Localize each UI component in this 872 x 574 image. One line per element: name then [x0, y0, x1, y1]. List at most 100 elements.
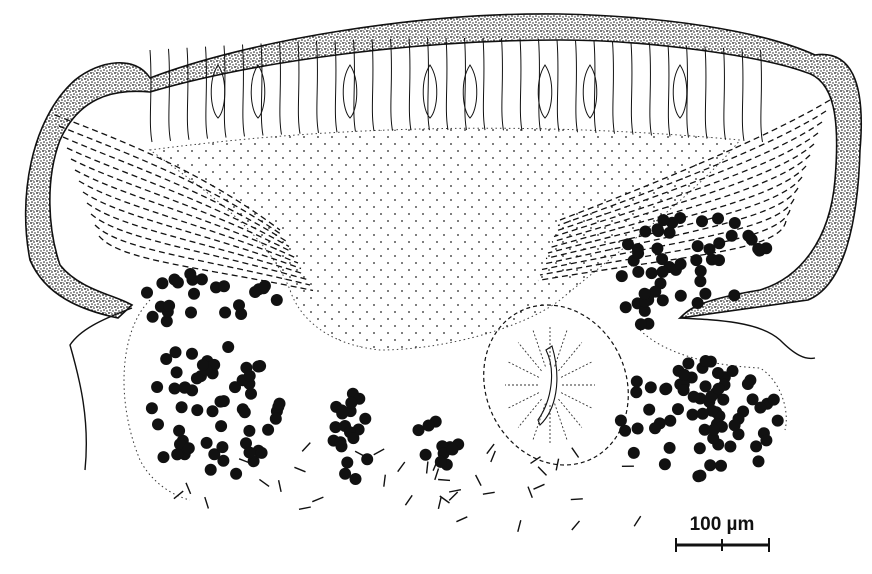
nucleus — [724, 441, 736, 453]
column-line — [724, 48, 726, 140]
nucleus — [695, 265, 707, 277]
stroke-mark — [294, 467, 305, 472]
right-tissue-outline — [680, 318, 815, 358]
nucleus — [657, 214, 669, 226]
nucleus — [171, 448, 183, 460]
stroke-mark — [405, 495, 412, 505]
nucleus — [156, 277, 168, 289]
nucleus — [147, 311, 159, 323]
column-line — [557, 40, 559, 132]
stroke-mark — [491, 451, 496, 462]
nucleus — [359, 413, 371, 425]
column-line — [465, 38, 467, 130]
nucleus — [646, 267, 658, 279]
scattered-strokes — [174, 443, 641, 532]
column-loop — [673, 65, 687, 118]
column-line — [668, 45, 670, 137]
nucleus — [196, 273, 208, 285]
stroke-mark — [528, 487, 532, 498]
nucleus — [742, 378, 754, 390]
nucleus — [664, 227, 676, 239]
nucleus — [630, 386, 642, 398]
nucleus — [712, 213, 724, 225]
nucleus — [690, 254, 702, 266]
nucleus — [760, 434, 772, 446]
nucleus — [256, 447, 268, 459]
nucleus — [645, 381, 657, 393]
oval-ray — [555, 403, 568, 440]
column-line — [705, 47, 707, 139]
nucleus — [692, 240, 704, 252]
column-line — [187, 48, 189, 140]
nucleus — [616, 270, 628, 282]
nucleus — [341, 457, 353, 469]
stroke-mark — [449, 490, 461, 492]
nucleus — [713, 254, 725, 266]
nucleus — [215, 420, 227, 432]
nucleus — [704, 243, 716, 255]
scale-bar-label: 100 µm — [690, 514, 755, 535]
nucleus — [632, 247, 644, 259]
column-loop — [538, 65, 552, 118]
nucleus — [692, 470, 704, 482]
nucleus — [230, 468, 242, 480]
column-loop — [423, 65, 437, 118]
oval-ray — [518, 343, 541, 371]
nucleus — [619, 425, 631, 437]
nucleus — [222, 341, 234, 353]
nucleus — [218, 280, 230, 292]
stroke-mark — [449, 492, 458, 500]
nucleus — [233, 299, 245, 311]
nucleus — [205, 464, 217, 476]
nucleus — [347, 432, 359, 444]
column-line — [391, 39, 393, 131]
stroke-mark — [384, 475, 386, 487]
nucleus — [697, 408, 709, 420]
nucleus — [188, 288, 200, 300]
oval-ray — [555, 330, 568, 367]
column-line — [446, 38, 448, 130]
nucleus — [435, 456, 447, 468]
nucleus — [239, 406, 251, 418]
nucleus — [631, 376, 643, 388]
stroke-mark — [531, 457, 541, 464]
stroke-mark — [438, 480, 450, 481]
nucleus — [659, 383, 671, 395]
nucleus — [628, 447, 640, 459]
nucleus — [688, 391, 700, 403]
nucleus — [191, 372, 203, 384]
nucleus — [747, 393, 759, 405]
nucleus — [141, 287, 153, 299]
stroke-mark — [186, 483, 191, 494]
nucleus — [615, 415, 627, 427]
stroke-mark — [476, 475, 482, 486]
nucleus — [704, 459, 716, 471]
nucleus — [632, 423, 644, 435]
column-line — [502, 38, 504, 130]
nucleus — [742, 230, 754, 242]
nucleus — [708, 424, 720, 436]
stroke-mark — [302, 443, 310, 452]
nucleus — [664, 415, 676, 427]
nucleus — [201, 437, 213, 449]
stroke-mark — [398, 462, 405, 472]
oval-ray — [561, 362, 591, 377]
stroke-mark — [279, 480, 282, 492]
nucleus — [336, 408, 348, 420]
nucleus — [146, 402, 158, 414]
nucleus — [271, 294, 283, 306]
nucleus — [664, 442, 676, 454]
nucleus — [176, 401, 188, 413]
nucleus — [717, 394, 729, 406]
nucleus — [622, 238, 634, 250]
nucleus — [197, 359, 209, 371]
nucleus — [339, 468, 351, 480]
nucleus — [700, 380, 712, 392]
nucleus — [678, 384, 690, 396]
nucleus — [184, 268, 196, 280]
column-line — [650, 44, 652, 136]
stroke-mark — [571, 499, 583, 500]
nucleus — [345, 397, 357, 409]
nucleus — [350, 473, 362, 485]
left-tissue-dotted — [124, 300, 190, 500]
